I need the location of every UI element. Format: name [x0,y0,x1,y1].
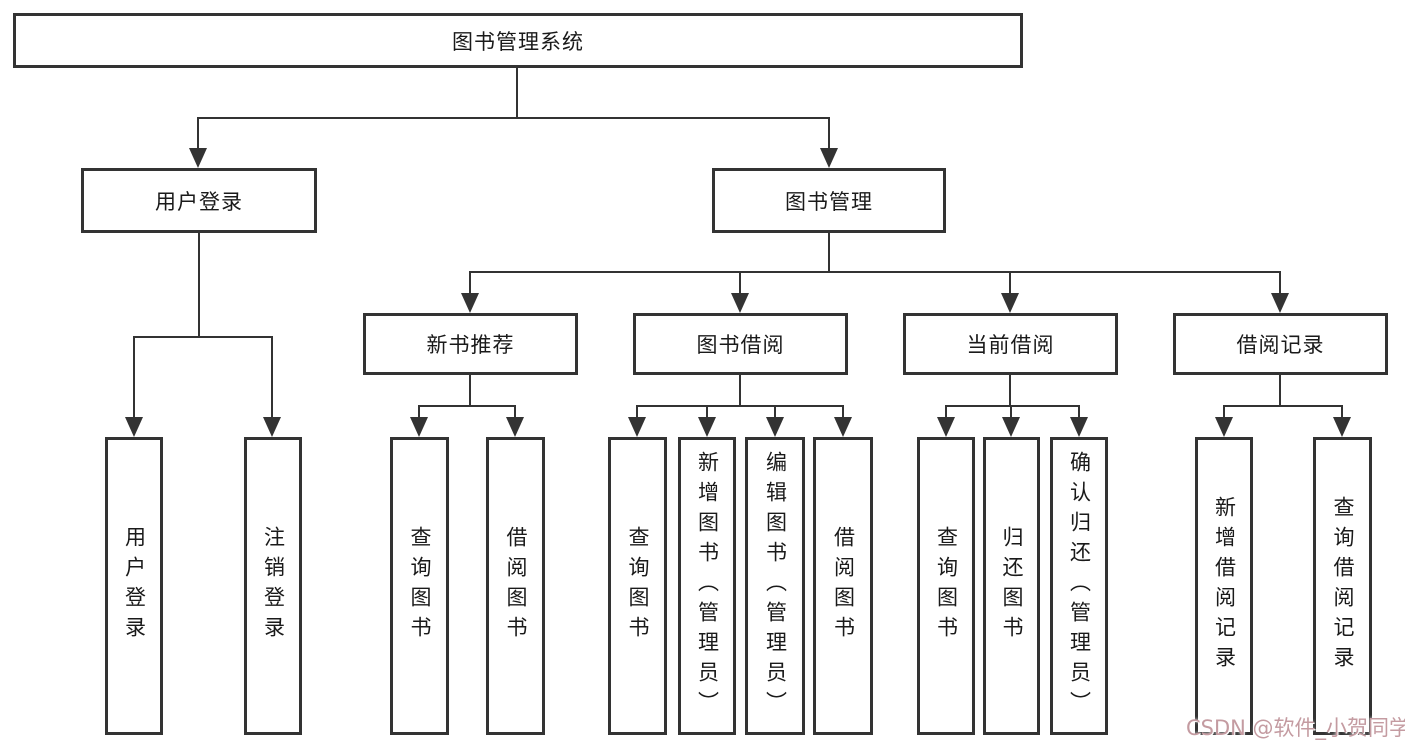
connector-line [636,405,638,419]
node-user-login: 用户登录 [81,168,317,233]
leaf-user-login-label: 用户登录 [122,526,147,646]
leaf-borrow-books-recommend: 借阅图书 [486,437,545,735]
leaf-edit-book-admin: 编辑图书（管理员） [745,437,805,735]
connector-line [1009,375,1011,407]
connector-line [197,117,830,119]
leaf-add-borrow-record-label: 新增借阅记录 [1212,496,1237,676]
leaf-return-book: 归还图书 [983,437,1040,735]
connector-line [514,405,516,419]
connector-line [706,405,708,419]
arrow-down-icon [189,148,207,168]
leaf-query-books-current-label: 查询图书 [934,526,959,646]
leaf-borrow-books: 借阅图书 [813,437,873,735]
node-book-management-label: 图书管理 [785,189,873,214]
node-current-borrowing: 当前借阅 [903,313,1118,375]
connector-line [828,117,830,149]
leaf-query-books-recommend-label: 查询图书 [408,526,432,646]
arrow-down-icon [820,148,838,168]
arrow-down-icon [1001,293,1019,313]
node-root-label: 图书管理系统 [452,29,584,54]
connector-line [516,68,518,118]
node-new-book-recommend-label: 新书推荐 [426,333,515,357]
connector-line [133,336,273,338]
connector-line [842,405,844,419]
arrow-down-icon [461,293,479,313]
arrow-down-icon [1002,417,1020,437]
leaf-query-books-current: 查询图书 [917,437,975,735]
connector-line [1279,271,1281,294]
connector-line [828,233,830,273]
arrow-down-icon [1070,417,1088,437]
connector-line [1279,375,1281,407]
connector-line [198,233,200,338]
leaf-logout: 注销登录 [244,437,302,735]
leaf-logout-label: 注销登录 [261,526,286,646]
connector-line [271,336,273,418]
arrow-down-icon [834,417,852,437]
node-user-login-label: 用户登录 [155,189,243,214]
leaf-add-borrow-record: 新增借阅记录 [1195,437,1253,735]
connector-line [739,375,741,407]
arrow-down-icon [1333,417,1351,437]
leaf-borrow-books-label: 借阅图书 [831,526,856,646]
node-book-management: 图书管理 [712,168,946,233]
connector-line [1341,405,1343,419]
node-book-borrowing: 图书借阅 [633,313,848,375]
leaf-return-book-label: 归还图书 [1000,526,1024,646]
connector-line [197,117,199,149]
connector-line [739,271,741,294]
watermark: CSDN @软件_小贺同学 [1186,716,1405,740]
connector-line [469,271,471,294]
connector-line [1009,271,1011,294]
leaf-edit-book-admin-label: 编辑图书（管理员） [763,451,788,721]
connector-line [636,405,844,407]
leaf-query-borrow-record: 查询借阅记录 [1313,437,1372,735]
leaf-query-borrow-record-label: 查询借阅记录 [1331,496,1355,676]
arrow-down-icon [410,417,428,437]
node-current-borrowing-label: 当前借阅 [966,333,1055,357]
connector-line [1223,405,1225,419]
arrow-down-icon [506,417,524,437]
connector-line [945,405,1080,407]
connector-line [774,405,776,419]
arrow-down-icon [263,417,281,437]
arrow-down-icon [766,417,784,437]
connector-line [418,405,516,407]
arrow-down-icon [628,417,646,437]
node-borrow-records-label: 借阅记录 [1236,333,1325,357]
connector-line [418,405,420,419]
leaf-user-login: 用户登录 [105,437,163,735]
leaf-confirm-return-admin: 确认归还（管理员） [1050,437,1108,735]
node-book-borrowing-label: 图书借阅 [696,333,785,357]
leaf-query-books-borrowing-label: 查询图书 [626,526,650,646]
leaf-confirm-return-admin-label: 确认归还（管理员） [1067,451,1092,721]
arrow-down-icon [731,293,749,313]
arrow-down-icon [1215,417,1233,437]
connector-line [133,336,135,418]
connector-line [945,405,947,419]
arrow-down-icon [698,417,716,437]
connector-line [1223,405,1343,407]
node-root: 图书管理系统 [13,13,1023,68]
connector-line [469,375,471,407]
leaf-add-book-admin: 新增图书（管理员） [678,437,736,735]
connector-line [1078,405,1080,419]
node-borrow-records: 借阅记录 [1173,313,1388,375]
arrow-down-icon [125,417,143,437]
arrow-down-icon [1271,293,1289,313]
leaf-query-books-borrowing: 查询图书 [608,437,667,735]
leaf-add-book-admin-label: 新增图书（管理员） [695,451,720,721]
connector-line [469,271,1281,273]
arrow-down-icon [937,417,955,437]
node-new-book-recommend: 新书推荐 [363,313,578,375]
leaf-query-books-recommend: 查询图书 [390,437,449,735]
connector-line [1010,405,1012,419]
leaf-borrow-books-recommend-label: 借阅图书 [504,526,528,646]
